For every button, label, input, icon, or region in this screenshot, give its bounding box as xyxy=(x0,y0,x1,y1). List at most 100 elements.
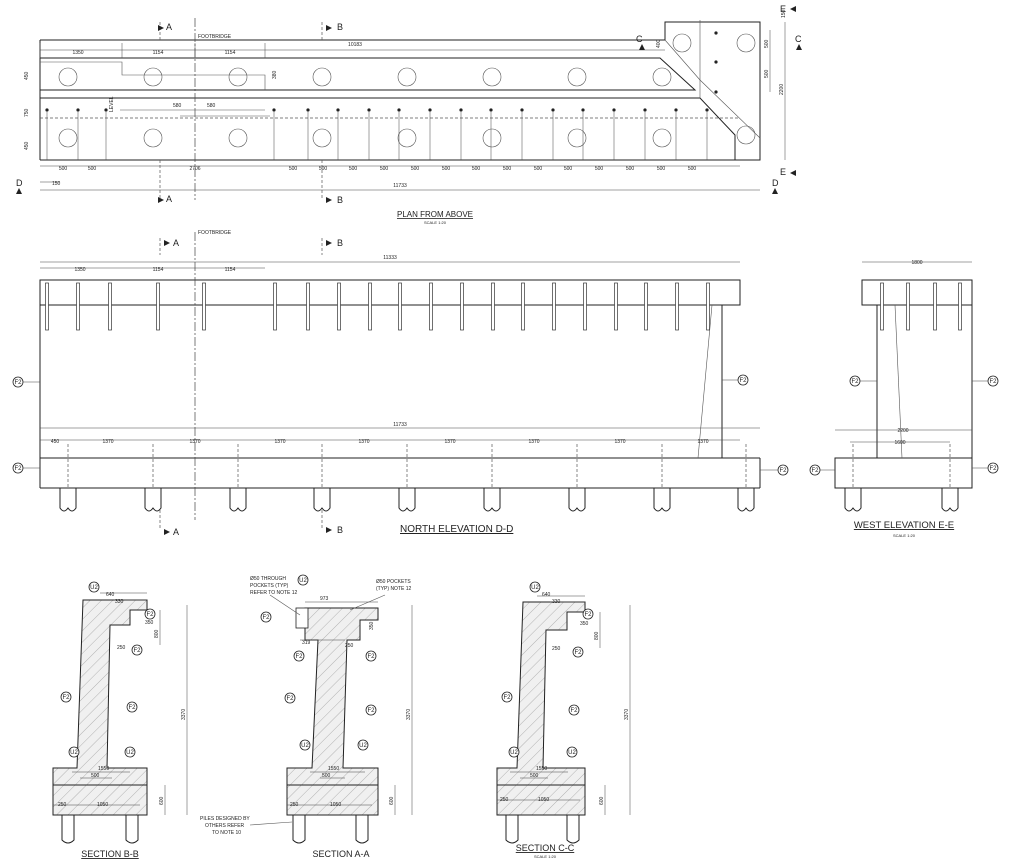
elev-f2-tag-4-label: F2 xyxy=(851,379,859,385)
west-stem-1 xyxy=(906,282,910,331)
plan-dowel-1 xyxy=(76,108,80,112)
bb-title: SECTION B-B xyxy=(81,849,139,859)
section-tag-14: U2 xyxy=(357,739,369,751)
section-tag-15: U2 xyxy=(529,581,541,593)
plan-pile-top-7 xyxy=(652,67,672,87)
section-tag-12-label: F2 xyxy=(367,708,375,714)
north-pile-6 xyxy=(568,488,586,512)
section-tag-6-label: U2 xyxy=(126,750,134,756)
section-tag-1: F2 xyxy=(144,608,156,620)
plan-dim-380: 380 xyxy=(272,70,278,79)
section-tag-21-label: U2 xyxy=(568,750,576,756)
plan-scale: SCALE 1:20 xyxy=(424,220,447,225)
bb-dim-1550: 1550 xyxy=(98,766,109,772)
plan-bottom-dim-7: 500 xyxy=(411,166,420,172)
aa-note-through-2: POCKETS (TYP) xyxy=(250,583,289,589)
plan-bottom-dim-15: 500 xyxy=(657,166,666,172)
north-stem-15 xyxy=(583,282,587,331)
west-beam xyxy=(861,279,973,306)
section-tag-8: F2 xyxy=(260,611,272,623)
section-tag-3-circle xyxy=(60,691,72,703)
section-tag-10: F2 xyxy=(365,650,377,662)
bb-dim-250: 250 xyxy=(117,645,126,651)
north-pile-dim-1: 1370 xyxy=(102,439,113,445)
aa-dim-973: 973 xyxy=(320,596,329,602)
plan-right-500-a: 500 xyxy=(764,39,770,48)
north-stem-17 xyxy=(644,282,648,331)
plan-pile-bottom-5 xyxy=(482,128,502,148)
cc-scale: SCALE 1:20 xyxy=(534,854,557,859)
section-tag-14-label: U2 xyxy=(359,743,367,749)
section-tag-13-circle xyxy=(299,739,311,751)
bb-dim-1050: 1050 xyxy=(97,802,108,808)
north-stem-1 xyxy=(76,282,80,331)
plan-bottom-dim-11: 500 xyxy=(534,166,543,172)
aa-note-pockets-2: (TYP) NOTE 12 xyxy=(376,586,412,592)
section-tag-12: F2 xyxy=(365,704,377,716)
plan-dim-150: 150 xyxy=(52,181,61,187)
plan-bottom-dim-1: 500 xyxy=(88,166,97,172)
north-cut-a-top: A xyxy=(173,238,179,248)
section-tag-3: F2 xyxy=(60,691,72,703)
plan-cut-c-right: C xyxy=(795,34,802,44)
section-tag-0-label: U2 xyxy=(90,585,98,591)
north-stem-5 xyxy=(273,282,277,331)
section-tag-9-circle xyxy=(293,650,305,662)
north-pile-1 xyxy=(144,488,162,512)
section-tag-20-circle xyxy=(508,746,520,758)
aa-dim-500: 500 xyxy=(322,773,331,779)
plan-bottom-dim-3: 500 xyxy=(289,166,298,172)
plan-bottom-dim-13: 500 xyxy=(595,166,604,172)
section-tag-3-label: F2 xyxy=(62,695,70,701)
north-title: NORTH ELEVATION D-D xyxy=(400,524,513,535)
cc-dim-1550: 1550 xyxy=(536,766,547,772)
section-tag-20-label: U2 xyxy=(510,750,518,756)
section-tag-19-circle xyxy=(568,704,580,716)
elev-f2-tag-7: F2 xyxy=(987,462,999,474)
aa-dim-250b: 250 xyxy=(290,802,299,808)
north-stem-11 xyxy=(460,282,464,331)
north-pile-3 xyxy=(313,488,331,512)
plan-dowel-9 xyxy=(459,108,463,112)
west-footing xyxy=(834,457,973,489)
plan-dowel-right-1 xyxy=(714,60,718,64)
west-stem-2 xyxy=(933,282,937,331)
north-stem-19 xyxy=(706,282,710,331)
west-piles xyxy=(844,444,959,512)
plan-upper-beam xyxy=(40,57,697,91)
cc-dim-250b: 250 xyxy=(500,797,509,803)
section-tag-16-label: F2 xyxy=(584,612,592,618)
north-pile-0 xyxy=(59,488,77,512)
plan-pile-top-6 xyxy=(567,67,587,87)
plan-dowel-14 xyxy=(612,108,616,112)
plan-dowel-17 xyxy=(705,108,709,112)
north-stem-16 xyxy=(614,282,618,331)
plan-dowels xyxy=(45,31,718,160)
north-dim-overall: 11733 xyxy=(393,422,407,428)
section-bb: 640 330 350 250 800 3370 1550 500 250 10… xyxy=(52,592,188,859)
plan-top-150: 150 xyxy=(781,9,787,18)
section-tag-13-label: U2 xyxy=(301,743,309,749)
section-tag-0: U2 xyxy=(88,581,100,593)
plan-dowel-0 xyxy=(45,108,49,112)
plan-dowel-2 xyxy=(104,108,108,112)
section-tag-18-label: F2 xyxy=(503,695,511,701)
section-tag-17-label: F2 xyxy=(574,650,582,656)
cc-dim-500: 500 xyxy=(530,773,539,779)
cc-dim-350: 350 xyxy=(580,621,589,627)
plan-outline-outer xyxy=(40,21,761,161)
plan-side-450-b: 450 xyxy=(24,141,30,150)
north-stem-0 xyxy=(45,282,49,331)
north-pile-dim-7: 1370 xyxy=(614,439,625,445)
north-cut-b-top: B xyxy=(337,238,343,248)
section-tag-11: F2 xyxy=(284,692,296,704)
plan-dowel-15 xyxy=(643,108,647,112)
elev-f2-tag-4: F2 xyxy=(849,375,861,387)
north-pile-dim-3: 1370 xyxy=(274,439,285,445)
bb-dim-500: 500 xyxy=(91,773,100,779)
plan-pile-top-3 xyxy=(312,67,332,87)
plan-pile-top-0 xyxy=(58,67,78,87)
section-tag-12-circle xyxy=(365,704,377,716)
plan-dowel-5 xyxy=(336,108,340,112)
section-tag-8-label: F2 xyxy=(262,615,270,621)
